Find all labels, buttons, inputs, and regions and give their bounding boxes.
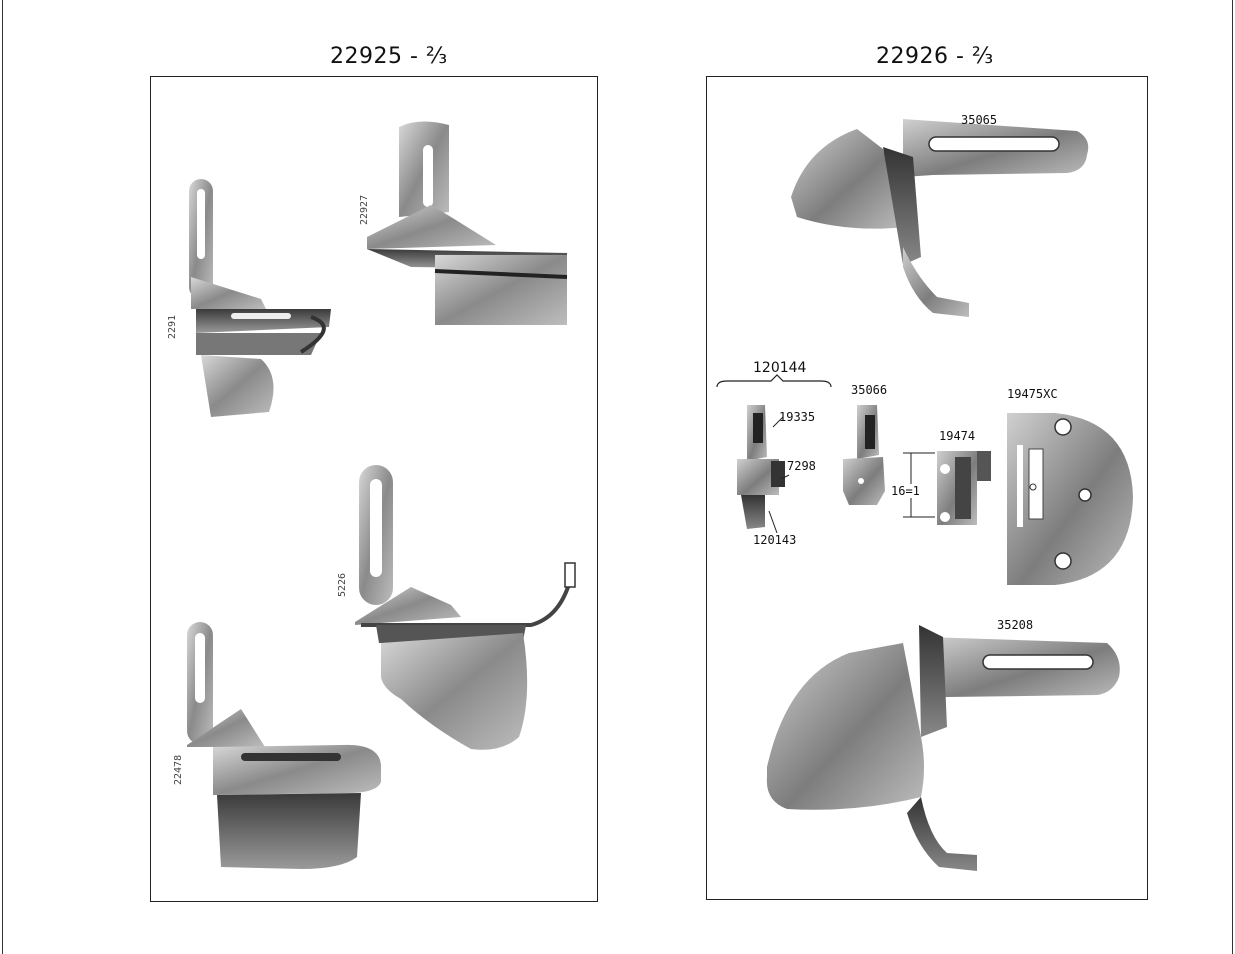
group-bracket [716,374,832,388]
left-scan-edge [2,0,3,954]
label-35066: 35066 [851,383,888,397]
stamp-5226: 5226 [337,572,348,597]
hemmer-attachment-3 [355,465,576,750]
stamp-22927: 22927 [359,194,370,225]
right-parts-illustration [716,119,1133,871]
label-16-1: 16=1 [891,484,920,498]
hemmer-attachment-1 [189,179,331,417]
right-page-title: 22926 - ⅔ [876,44,994,69]
label-19474: 19474 [939,429,976,443]
stamp-2291: 2291 [167,314,178,339]
label-19335: 19335 [779,410,816,424]
label-19475xc: 19475XC [1007,387,1058,401]
label-35065: 35065 [961,113,998,127]
presser-foot-35066 [843,405,885,505]
left-attachments-illustration [187,121,576,869]
right-photo-panel: 35065 120144 19335 7298 120143 35066 194… [706,76,1148,900]
right-scan-edge [1232,0,1233,954]
label-35208: 35208 [997,618,1034,632]
needle-clamp-group [737,405,790,534]
label-120144: 120144 [753,360,807,376]
label-7298: 7298 [787,459,816,473]
stamp-22478: 22478 [173,754,184,785]
presser-foot-35208 [766,625,1120,871]
label-120143: 120143 [753,533,797,547]
presser-foot-35065 [791,119,1089,317]
throat-plate-19475xc [1007,413,1133,585]
left-page-title: 22925 - ⅔ [330,44,448,69]
hemmer-attachment-2 [367,121,568,325]
left-photo-panel: 2291 22478 22927 5226 [150,76,598,902]
hemmer-attachment-4 [187,622,381,869]
